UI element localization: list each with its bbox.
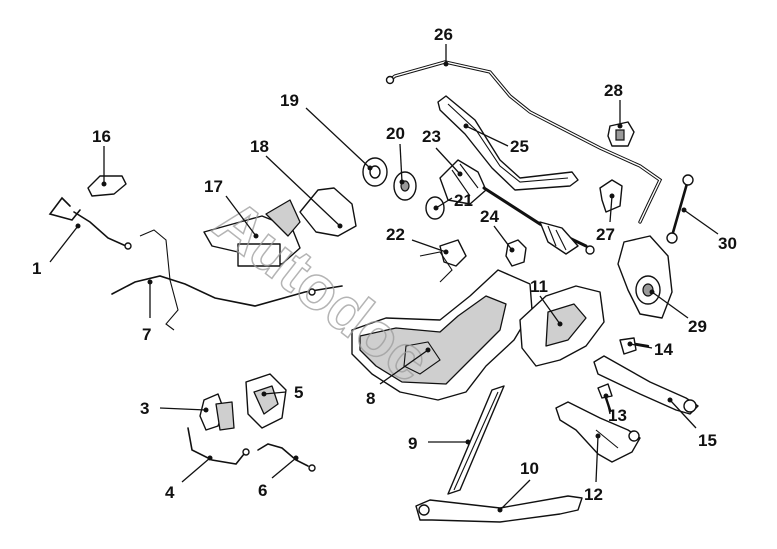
callout-10: 10 [497,459,539,513]
svg-text:5: 5 [294,383,303,402]
part-14-bolt[interactable] [619,337,650,355]
callout-5: 5 [261,383,303,402]
part-28-rubber-mount[interactable] [607,121,635,147]
callout-27: 27 [596,193,615,244]
part-1-handbrake-cable[interactable] [48,196,132,250]
svg-text:24: 24 [480,207,499,226]
svg-text:20: 20 [386,124,405,143]
part-6-brake-hose[interactable] [257,443,316,472]
part-16-clamp[interactable] [87,175,127,197]
svg-text:21: 21 [454,191,473,210]
svg-text:6: 6 [258,481,267,500]
part-29-hub-carrier[interactable] [617,235,673,319]
part-25-upper-arm[interactable] [437,95,579,191]
svg-text:12: 12 [584,485,603,504]
callout-1: 1 [32,223,81,278]
callout-20: 20 [386,124,405,185]
callout-14: 14 [627,340,673,359]
svg-text:11: 11 [530,277,548,296]
part-7-cable[interactable] [111,229,343,331]
callout-28: 28 [604,81,623,129]
svg-text:18: 18 [250,137,269,156]
part-4-brake-line[interactable] [187,427,250,465]
svg-text:22: 22 [386,225,405,244]
part-20-bushing[interactable] [393,171,417,201]
callout-16: 16 [92,127,111,187]
callout-11: 11 [530,277,563,327]
part-8-subframe[interactable] [351,269,533,401]
svg-text:15: 15 [698,431,717,450]
svg-text:9: 9 [408,434,417,453]
svg-text:28: 28 [604,81,623,100]
svg-text:27: 27 [596,225,615,244]
svg-text:26: 26 [434,25,453,44]
part-18-bracket[interactable] [299,187,357,237]
svg-text:3: 3 [140,399,149,418]
callout-9: 9 [408,434,471,453]
svg-text:30: 30 [718,234,737,253]
callout-24: 24 [480,207,515,253]
callout-29: 29 [649,289,707,336]
callout-26: 26 [434,25,453,67]
callout-6: 6 [258,455,299,500]
svg-text:10: 10 [520,459,539,478]
callout-30: 30 [681,207,737,253]
svg-text:29: 29 [688,317,707,336]
svg-text:14: 14 [654,340,673,359]
part-22-sensor[interactable] [419,239,467,283]
part-30-stabilizer-link[interactable] [666,174,694,244]
svg-text:17: 17 [204,177,223,196]
part-24-damper[interactable] [505,239,527,267]
callout-3: 3 [140,399,209,418]
svg-text:23: 23 [422,127,441,146]
svg-text:1: 1 [32,259,41,278]
callout-7: 7 [142,279,153,344]
callout-4: 4 [165,455,213,502]
callout-21: 21 [433,191,473,211]
svg-text:4: 4 [165,483,175,502]
callout-19: 19 [280,91,373,171]
svg-text:7: 7 [142,325,151,344]
callout-25: 25 [463,123,529,156]
svg-text:13: 13 [608,406,627,425]
part-26-stabilizer-bar[interactable] [385,60,663,224]
svg-text:25: 25 [510,137,529,156]
svg-text:8: 8 [366,389,375,408]
part-9-strut-bar[interactable] [447,385,505,495]
part-19-ring[interactable] [362,157,388,187]
callout-22: 22 [386,225,449,255]
callout-13: 13 [603,393,627,425]
callout-12: 12 [584,433,603,504]
callout-23: 23 [422,127,463,177]
callout-18: 18 [250,137,343,229]
svg-text:16: 16 [92,127,111,146]
part-12-control-arm[interactable] [555,401,641,463]
part-17-axle-housing[interactable] [203,199,301,267]
part-11-side-bracket[interactable] [519,285,605,367]
callout-15: 15 [667,397,717,450]
svg-text:19: 19 [280,91,299,110]
callout-8: 8 [366,347,431,408]
part-3-brake-pad[interactable] [199,393,235,431]
part-24-drive-shaft[interactable] [482,186,595,255]
part-5-brake-caliper[interactable] [245,373,287,429]
callout-17: 17 [204,177,259,239]
